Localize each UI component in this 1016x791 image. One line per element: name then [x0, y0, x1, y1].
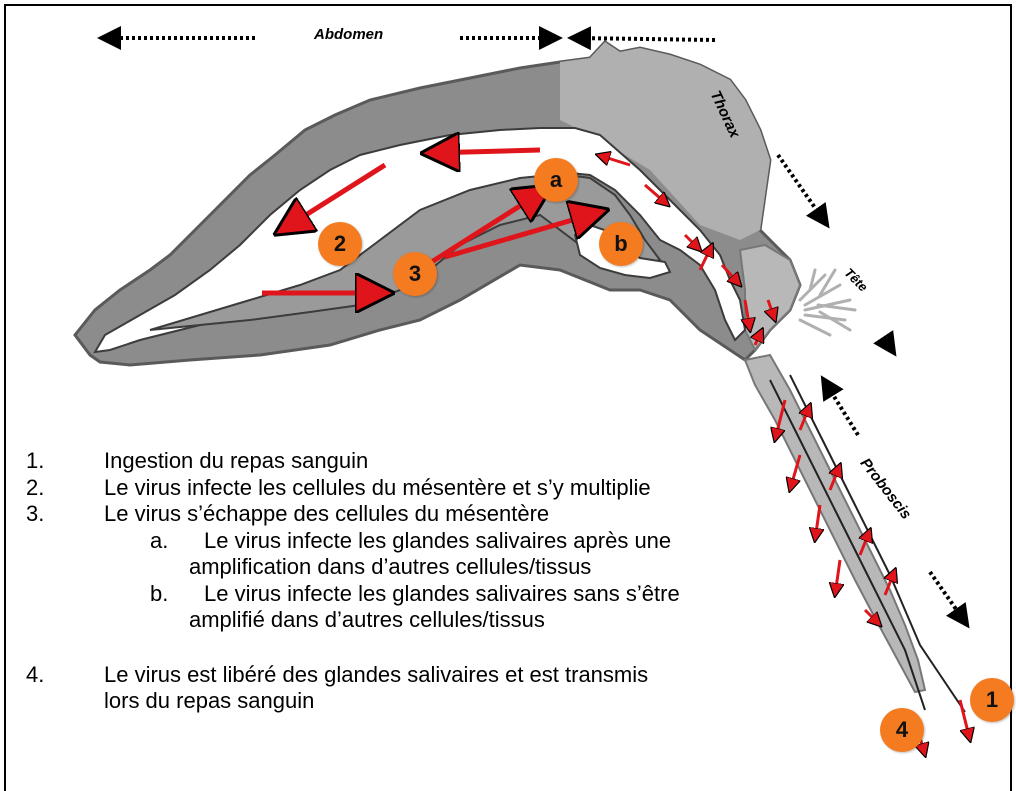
tete-arrow [884, 338, 892, 350]
legend-text: Le virus s’échappe des cellules du mésen… [104, 501, 549, 528]
step-marker-4: 4 [880, 708, 924, 752]
legend-text: Le virus infecte les cellules du mésentè… [104, 475, 651, 502]
step-marker-3: 3 [393, 252, 437, 296]
legend-text: amplifié dans d’autres cellules/tissus [189, 607, 545, 634]
legend-text: lors du repas sanguin [104, 688, 314, 715]
legend-text: Le virus infecte les glandes salivaires … [204, 581, 680, 608]
step-marker-a: a [534, 158, 578, 202]
legend-number: 4. [26, 662, 44, 689]
legend-text: Le virus infecte les glandes salivaires … [204, 528, 671, 555]
step-marker-1: 1 [970, 678, 1014, 722]
proboscis-body [745, 355, 925, 692]
proboscis-channel-2 [790, 375, 965, 712]
head-region [740, 245, 800, 350]
legend-text: Ingestion du repas sanguin [104, 448, 368, 475]
legend-text: Le virus est libéré des glandes salivair… [104, 662, 648, 689]
legend-number: 3. [26, 501, 44, 528]
step-marker-b: b [599, 222, 643, 266]
abdomen-label: Abdomen [314, 26, 383, 43]
step-marker-2: 2 [318, 222, 362, 266]
legend-number: 1. [26, 448, 44, 475]
legend-number: b. [150, 581, 168, 608]
legend-text: amplification dans d’autres cellules/tis… [189, 554, 591, 581]
legend-number: a. [150, 528, 168, 555]
legend-number: 2. [26, 475, 44, 502]
